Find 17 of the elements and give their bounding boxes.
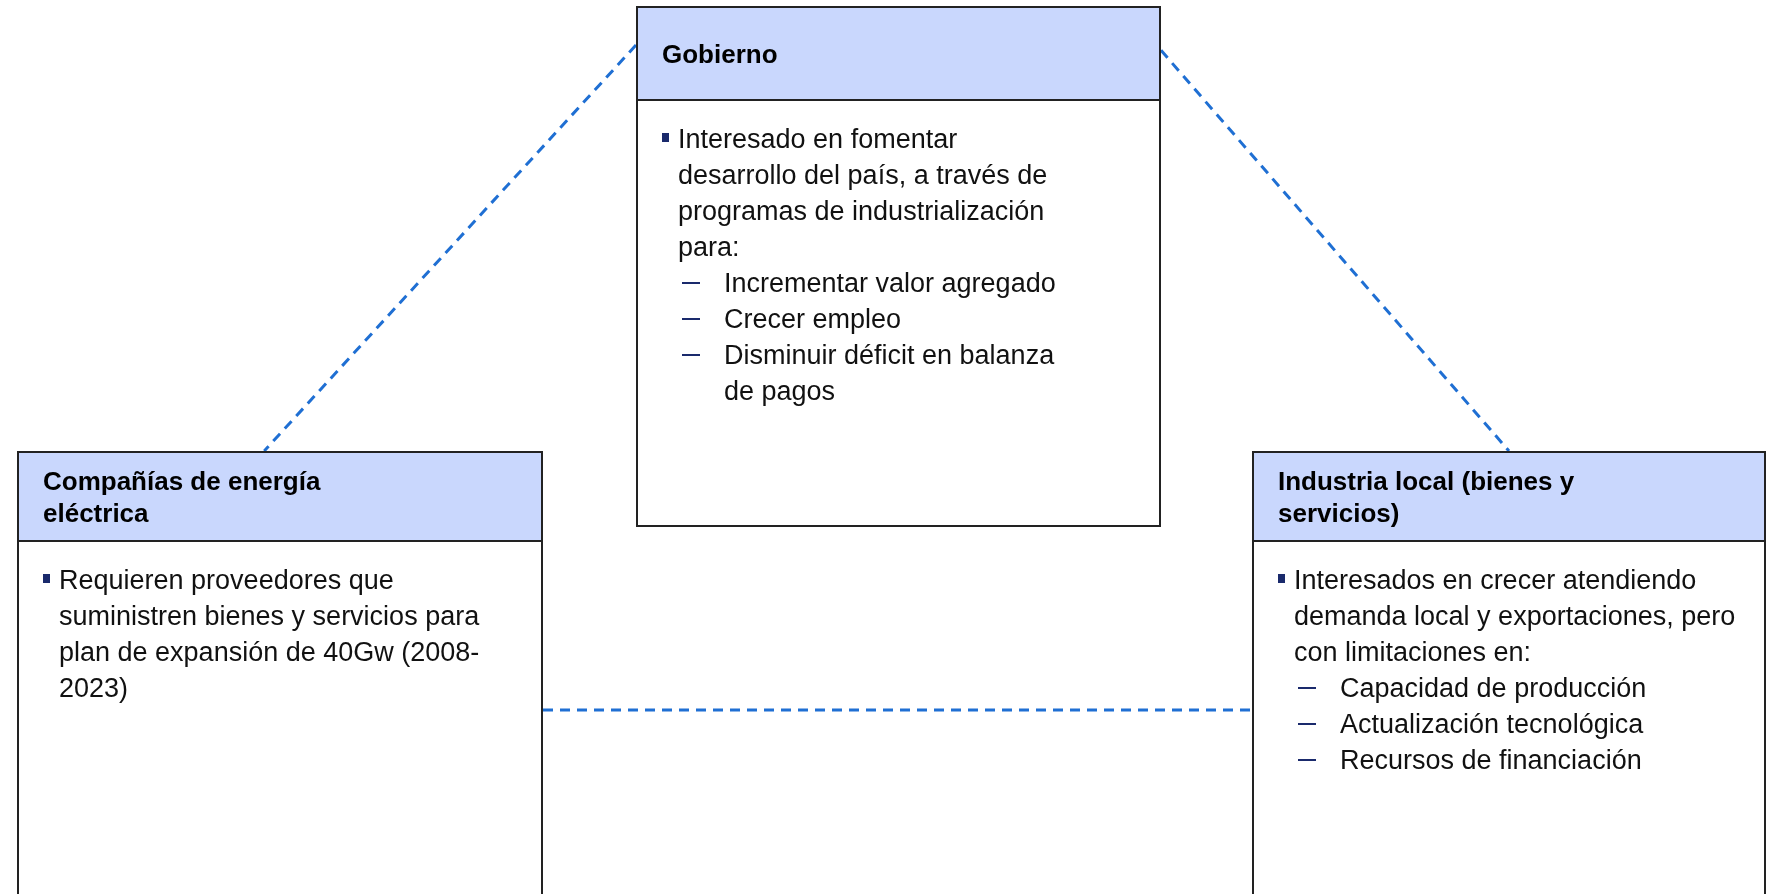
stakeholder-box bbox=[1252, 451, 1766, 894]
stakeholder-box bbox=[636, 6, 1161, 527]
dashed-connector bbox=[263, 44, 638, 452]
bullet-text: Requieren proveedores que suministren bienes y servicios para plan de expansión de 40Gw (2008-2023) bbox=[59, 564, 481, 705]
bullet-text: Interesado en fomentar desarrollo del país, a través de programas de industrialización para: bbox=[678, 123, 1049, 264]
box-heading: Gobierno bbox=[638, 8, 1159, 101]
dashed-connector bbox=[543, 708, 1252, 712]
sub-item-text: Incrementar valor agregado bbox=[724, 267, 1057, 300]
sub-item-text: Recursos de financiación bbox=[1340, 744, 1643, 777]
stakeholder-box bbox=[17, 451, 543, 894]
sub-item-text: Actualización tecnológica bbox=[1340, 708, 1645, 741]
sub-item-text: Disminuir déficit en balanza de pagos bbox=[724, 339, 1056, 408]
box-heading: Compañías de energía eléctrica bbox=[19, 453, 541, 542]
sub-item-text: Capacidad de producción bbox=[1340, 672, 1648, 705]
bullet-text: Interesados en crecer atendiendo demanda local y exportaciones, pero con limitaciones en: bbox=[1294, 564, 1737, 669]
box-heading: Industria local (bienes y servicios) bbox=[1254, 453, 1764, 542]
sub-item-text: Crecer empleo bbox=[724, 303, 903, 336]
